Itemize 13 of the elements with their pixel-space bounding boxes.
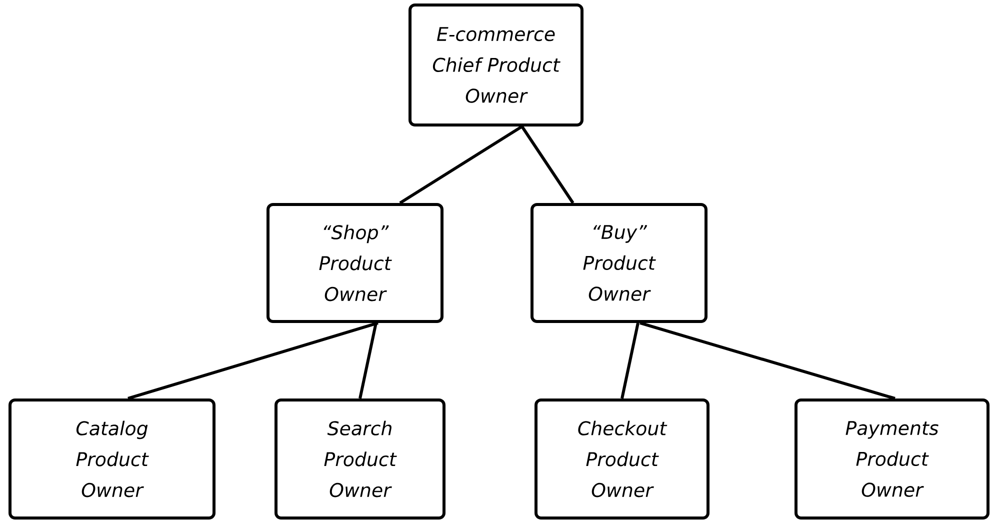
role-box: Search Product Owner bbox=[274, 398, 446, 520]
role-box: E-commerce Chief Product Owner bbox=[408, 4, 584, 126]
connector-line bbox=[520, 126, 574, 204]
connector-line bbox=[640, 322, 896, 400]
role-box: Catalog Product Owner bbox=[8, 398, 216, 520]
role-box: Checkout Product Owner bbox=[534, 398, 710, 520]
role-box: Payments Product Owner bbox=[794, 398, 990, 520]
role-box: “Buy” Product Owner bbox=[530, 203, 708, 323]
connector-line bbox=[620, 322, 640, 399]
connector-line bbox=[128, 322, 378, 400]
connector-line bbox=[358, 322, 378, 399]
role-box: “Shop” Product Owner bbox=[266, 203, 444, 323]
connector-line bbox=[399, 125, 523, 204]
